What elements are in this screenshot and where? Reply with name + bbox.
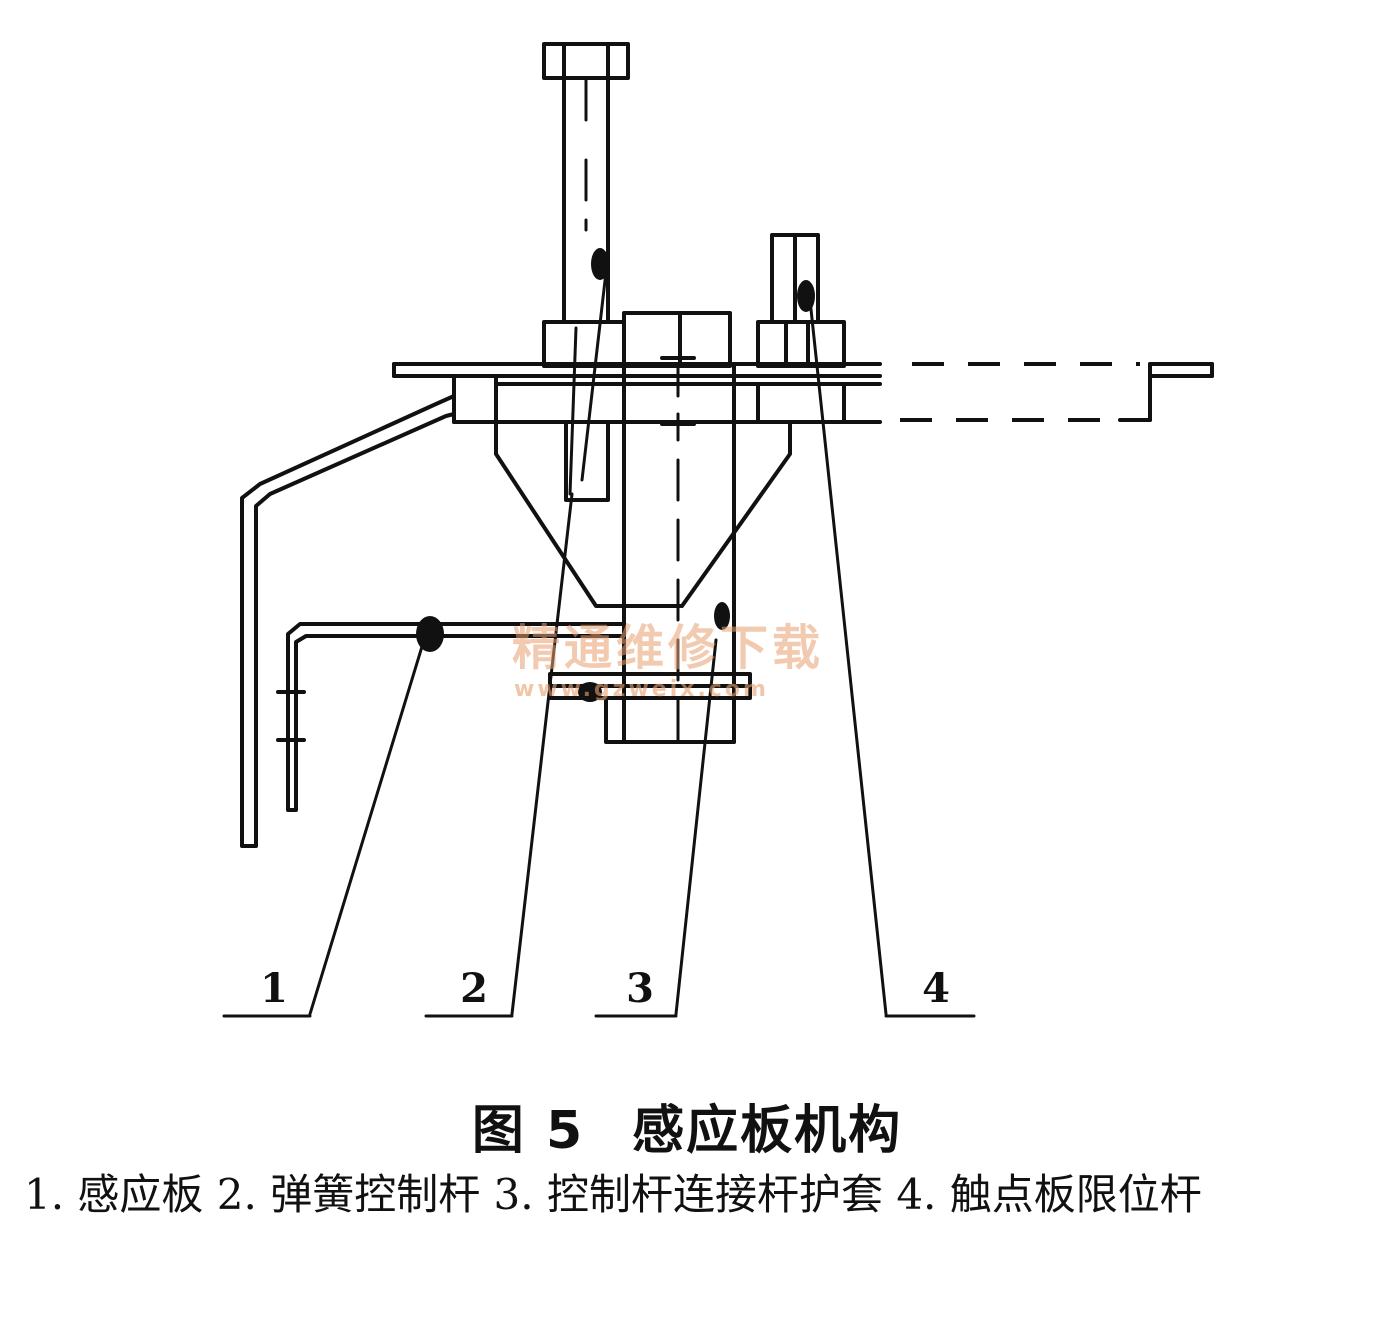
figure-title: 感应板机构 <box>632 1101 903 1161</box>
figure-number: 图 5 <box>471 1101 585 1161</box>
top-bolt <box>542 42 630 324</box>
callout-leaders <box>222 298 976 1018</box>
mechanism-diagram: 1 2 3 4 精通维修下载 www.gzweix.com <box>222 42 1214 1018</box>
nut-blocks <box>542 311 846 368</box>
watermark-text: 精通维修下载 <box>512 620 824 676</box>
sensing-plate <box>392 362 1214 422</box>
figure-legend: 1. 感应板 2. 弹簧控制杆 3. 控制杆连接杆护套 4. 触点板限位杆 <box>24 1170 1202 1219</box>
callout-1: 1 <box>260 965 288 1012</box>
figure-caption: 图 5 感应板机构 <box>0 1088 1374 1163</box>
watermark-url: www.gzweix.com <box>514 677 769 702</box>
callout-4: 4 <box>922 965 950 1012</box>
callout-3: 3 <box>626 965 654 1012</box>
callout-2: 2 <box>460 965 488 1012</box>
